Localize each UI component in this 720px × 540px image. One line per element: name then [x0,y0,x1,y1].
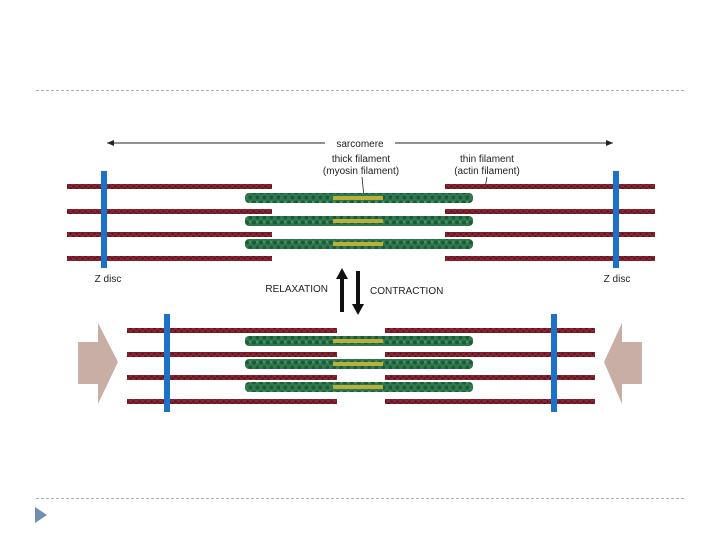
thick-filament [245,382,473,392]
thin-filament-sub-label: (actin filament) [454,166,520,177]
bottom-divider [36,498,684,499]
sarcomere-label: sarcomere [336,139,384,150]
thick-filament [245,359,473,369]
compression-arrow-left-icon [78,323,118,404]
thin-filament [127,352,337,357]
thin-filament [67,209,272,214]
contracted-sarcomere [127,314,595,412]
thin-filament [67,256,272,261]
relaxation-label: RELAXATION [265,284,328,295]
thin-filament [127,328,337,333]
sarcomere-span: sarcomere [107,136,613,150]
z-disc-left [164,314,170,412]
thick-filament-label: thick filament [332,154,391,165]
thick-filament [245,216,473,226]
thick-filament [245,336,473,346]
compression-arrow-right-icon [604,323,642,404]
top-divider [36,90,684,91]
thin-filament [445,209,655,214]
thin-filament [127,399,337,404]
z-disc-right [551,314,557,412]
thin-filament [127,375,337,380]
z-disc-right-label: Z disc [604,274,631,285]
thin-filament [385,399,595,404]
thick-filament [245,239,473,249]
thin-filament [385,352,595,357]
z-disc-left [101,171,107,268]
thin-filament [67,184,272,189]
thin-filament [67,232,272,237]
double-arrow-icon [336,268,364,315]
relaxed-sarcomere [67,171,655,268]
thin-filament [385,375,595,380]
thin-filament [445,184,655,189]
thin-filament [445,256,655,261]
contraction-label: CONTRACTION [370,286,443,297]
next-slide-icon[interactable] [34,506,48,524]
thin-filament [385,328,595,333]
thick-filament [245,193,473,203]
z-disc-right [613,171,619,268]
z-disc-left-label: Z disc [95,274,122,285]
thin-filament [445,232,655,237]
thin-filament-label: thin filament [460,154,514,165]
thick-filament-sub-label: (myosin filament) [323,166,399,177]
